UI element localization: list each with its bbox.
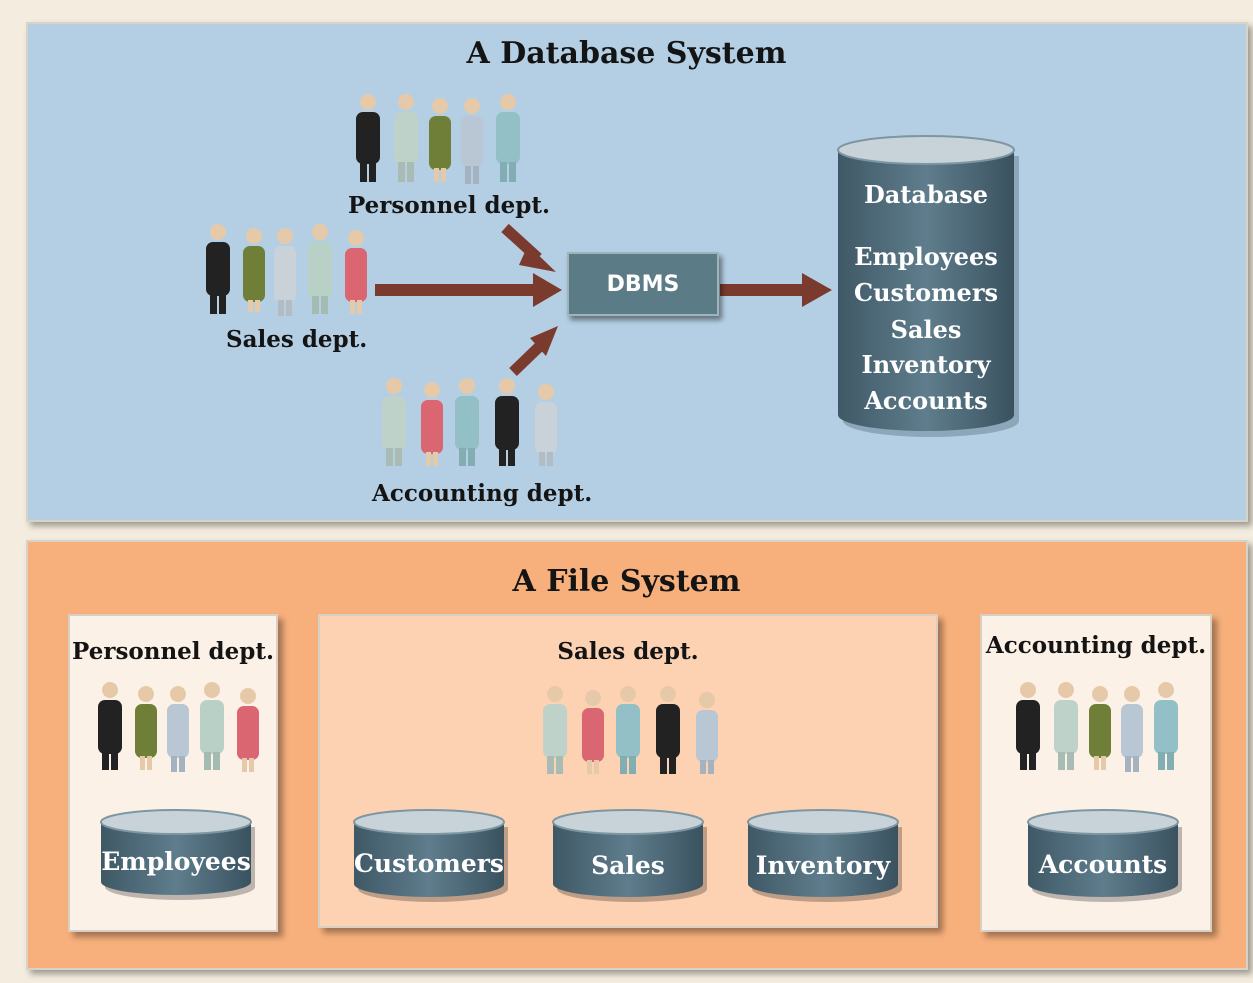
db-accounting-label: Accounting dept. [372, 480, 593, 507]
database-cylinder-icon [747, 809, 902, 902]
database-table-customers: Customers [854, 278, 998, 307]
fs-personnel-people-group [98, 682, 259, 772]
database-cylinder-icon [1027, 809, 1182, 902]
person-icon [1016, 682, 1040, 770]
fs-file-customers: Customers [354, 849, 504, 878]
database-cylinder-icon [552, 809, 707, 902]
person-icon [543, 686, 567, 774]
database-cylinder-icon [837, 135, 1019, 437]
database-heading: Database [863, 180, 989, 209]
person-icon [429, 98, 451, 182]
sales-people-group [206, 224, 367, 316]
person-icon [455, 378, 479, 466]
person-icon [1089, 686, 1111, 770]
person-icon [135, 686, 157, 770]
database-table-sales: Sales [890, 315, 962, 344]
database-cylinder-icon [100, 809, 255, 900]
person-icon [495, 378, 519, 466]
database-table-inventory: Inventory [861, 350, 991, 379]
database-cylinder-icon [353, 809, 508, 902]
person-icon [167, 686, 189, 772]
db-personnel-label: Personnel dept. [348, 192, 550, 219]
database-table-accounts: Accounts [864, 386, 988, 415]
person-icon [98, 682, 122, 770]
person-icon [200, 682, 224, 770]
person-icon [582, 690, 604, 774]
fs-file-inventory: Inventory [755, 851, 891, 880]
person-icon [616, 686, 640, 774]
person-icon [382, 378, 406, 466]
arrow-icon [509, 326, 558, 376]
person-icon [496, 94, 520, 182]
fs-file-sales: Sales [591, 851, 665, 880]
accounting-people-group [382, 378, 557, 466]
person-icon [535, 384, 557, 466]
file-system-title: A File System [512, 564, 741, 599]
fs-file-employees: Employees [101, 847, 251, 876]
person-icon [461, 98, 483, 184]
db-sales-label: Sales dept. [226, 326, 368, 353]
person-icon [696, 692, 718, 774]
dbms-box: DBMS [567, 252, 719, 316]
person-icon [237, 688, 259, 772]
arrow-icon [501, 223, 556, 272]
person-icon [274, 228, 296, 316]
person-icon [1121, 686, 1143, 772]
person-icon [243, 228, 265, 312]
fs-accounting-people-group [1016, 682, 1178, 772]
person-icon [345, 230, 367, 314]
database-system-title: A Database System [466, 36, 787, 71]
personnel-people-group [356, 94, 520, 184]
fs-sales-label: Sales dept. [557, 638, 699, 665]
fs-sales-people-group [543, 686, 718, 774]
person-icon [1054, 682, 1078, 770]
person-icon [206, 224, 230, 314]
database-table-employees: Employees [854, 242, 998, 271]
person-icon [308, 224, 332, 314]
fs-personnel-label: Personnel dept. [72, 638, 274, 665]
person-icon [394, 94, 418, 182]
fs-accounting-label: Accounting dept. [985, 632, 1207, 659]
person-icon [656, 686, 680, 774]
fs-file-accounts: Accounts [1038, 850, 1168, 879]
arrow-icon [375, 273, 562, 307]
arrow-icon [720, 273, 832, 307]
person-icon [421, 382, 443, 466]
person-icon [356, 94, 380, 182]
person-icon [1154, 682, 1178, 770]
